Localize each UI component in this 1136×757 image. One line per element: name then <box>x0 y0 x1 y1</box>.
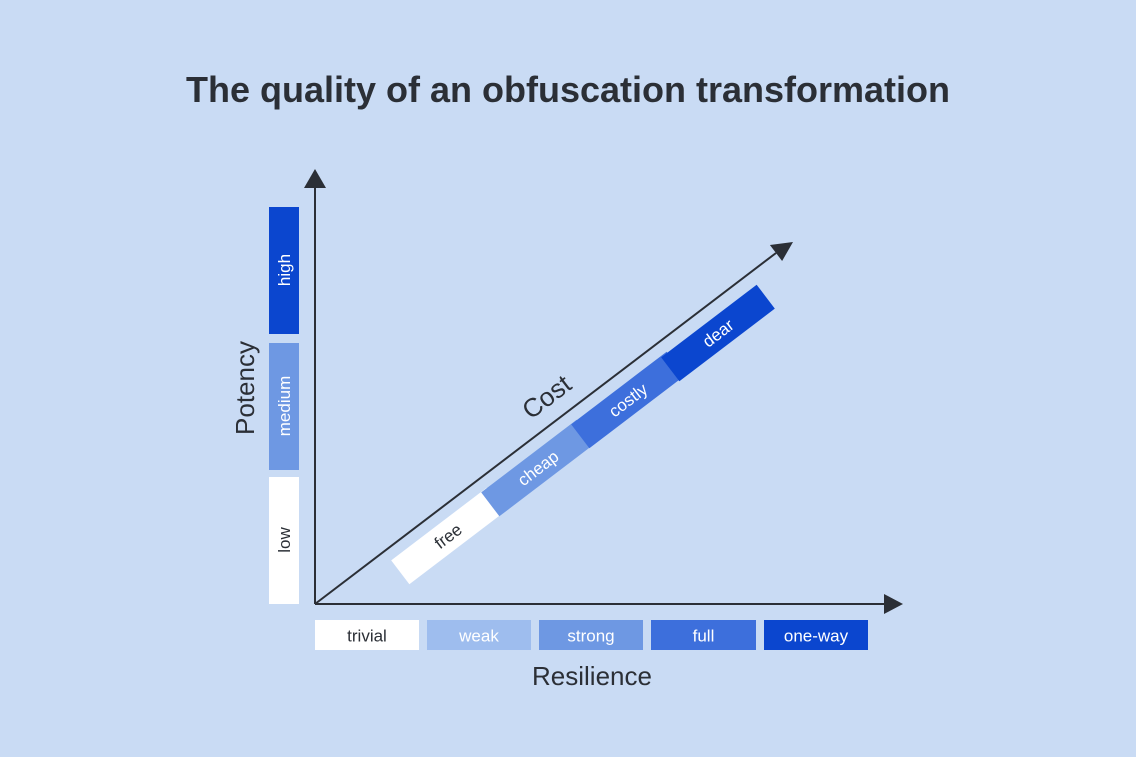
resilience-level-trivial: trivial <box>315 620 419 650</box>
svg-text:weak: weak <box>458 627 499 646</box>
resilience-level-weak: weak <box>427 620 531 650</box>
svg-text:one-way: one-way <box>784 627 849 646</box>
cost-axis-label: Cost <box>516 368 577 425</box>
resilience-level-strong: strong <box>539 620 643 650</box>
resilience-axis-arrowhead <box>884 594 903 614</box>
cost-axis-arrowhead <box>769 242 793 261</box>
cost-levels: free cheap costly dear <box>391 284 775 585</box>
svg-text:trivial: trivial <box>347 627 387 646</box>
svg-text:medium: medium <box>275 376 294 436</box>
potency-axis <box>304 169 326 604</box>
resilience-levels: trivial weak strong full one-way <box>315 620 868 650</box>
svg-text:high: high <box>275 254 294 286</box>
resilience-level-one-way: one-way <box>764 620 868 650</box>
resilience-axis-label: Resilience <box>532 661 652 691</box>
potency-axis-label: Potency <box>230 341 260 435</box>
svg-text:full: full <box>693 627 715 646</box>
resilience-axis <box>315 594 903 614</box>
resilience-level-full: full <box>651 620 756 650</box>
potency-levels: low medium high <box>269 207 299 604</box>
svg-text:strong: strong <box>567 627 614 646</box>
cost-level-dear: dear <box>661 284 775 382</box>
potency-axis-arrowhead <box>304 169 326 188</box>
page-title: The quality of an obfuscation transforma… <box>186 69 950 110</box>
potency-level-high: high <box>269 207 299 334</box>
potency-level-medium: medium <box>269 343 299 470</box>
svg-text:low: low <box>275 527 294 553</box>
cost-axis <box>314 242 793 605</box>
potency-level-low: low <box>269 477 299 604</box>
